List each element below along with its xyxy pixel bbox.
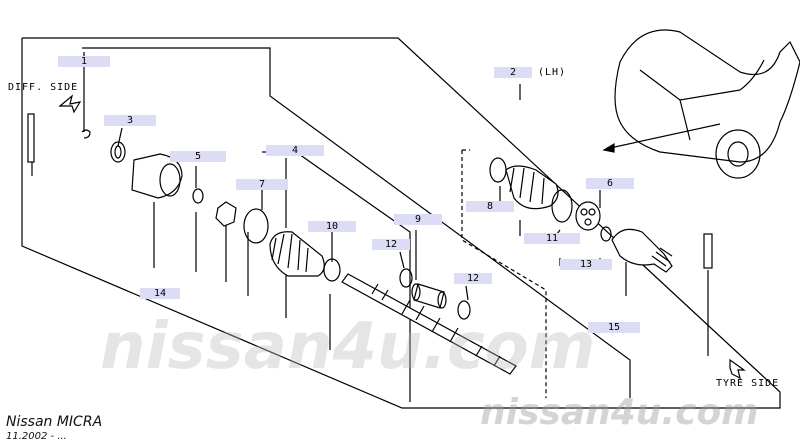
model-date: 11.2002 - ... [6,431,67,442]
label-part-12-lower[interactable]: 12 [454,273,492,284]
label-part-11[interactable]: 11 [524,233,580,244]
label-part-10[interactable]: 10 [308,221,356,232]
label-part-8[interactable]: 8 [466,201,514,212]
label-part-5[interactable]: 5 [170,151,226,162]
label-part-9[interactable]: 9 [394,214,442,225]
shaft-frame [82,47,631,398]
tyre-side-label: TYRE SIDE [716,378,780,389]
label-part-6[interactable]: 6 [586,178,634,189]
diff-side-arrow [58,94,82,114]
watermark-corner: nissan4u.com [480,392,759,433]
label-part-2-variant: (LH) [538,67,567,78]
label-part-4[interactable]: 4 [266,145,324,156]
label-part-14[interactable]: 14 [140,288,180,299]
kit-frame-dashed [461,150,547,398]
watermark-center: nissan4u.com [100,310,596,384]
diff-side-label: DIFF. SIDE [8,82,79,93]
label-part-12-upper[interactable]: 12 [372,239,410,250]
tyre-side-arrow [729,358,746,380]
label-part-1[interactable]: 1 [58,56,110,67]
label-part-3[interactable]: 3 [104,115,156,126]
model-name: Nissan MICRA [6,414,103,430]
label-part-13[interactable]: 13 [560,259,612,270]
label-part-2[interactable]: 2 [494,67,532,78]
assembly-frame [21,37,781,409]
label-part-7[interactable]: 7 [236,179,288,190]
label-part-15[interactable]: 15 [588,322,640,333]
